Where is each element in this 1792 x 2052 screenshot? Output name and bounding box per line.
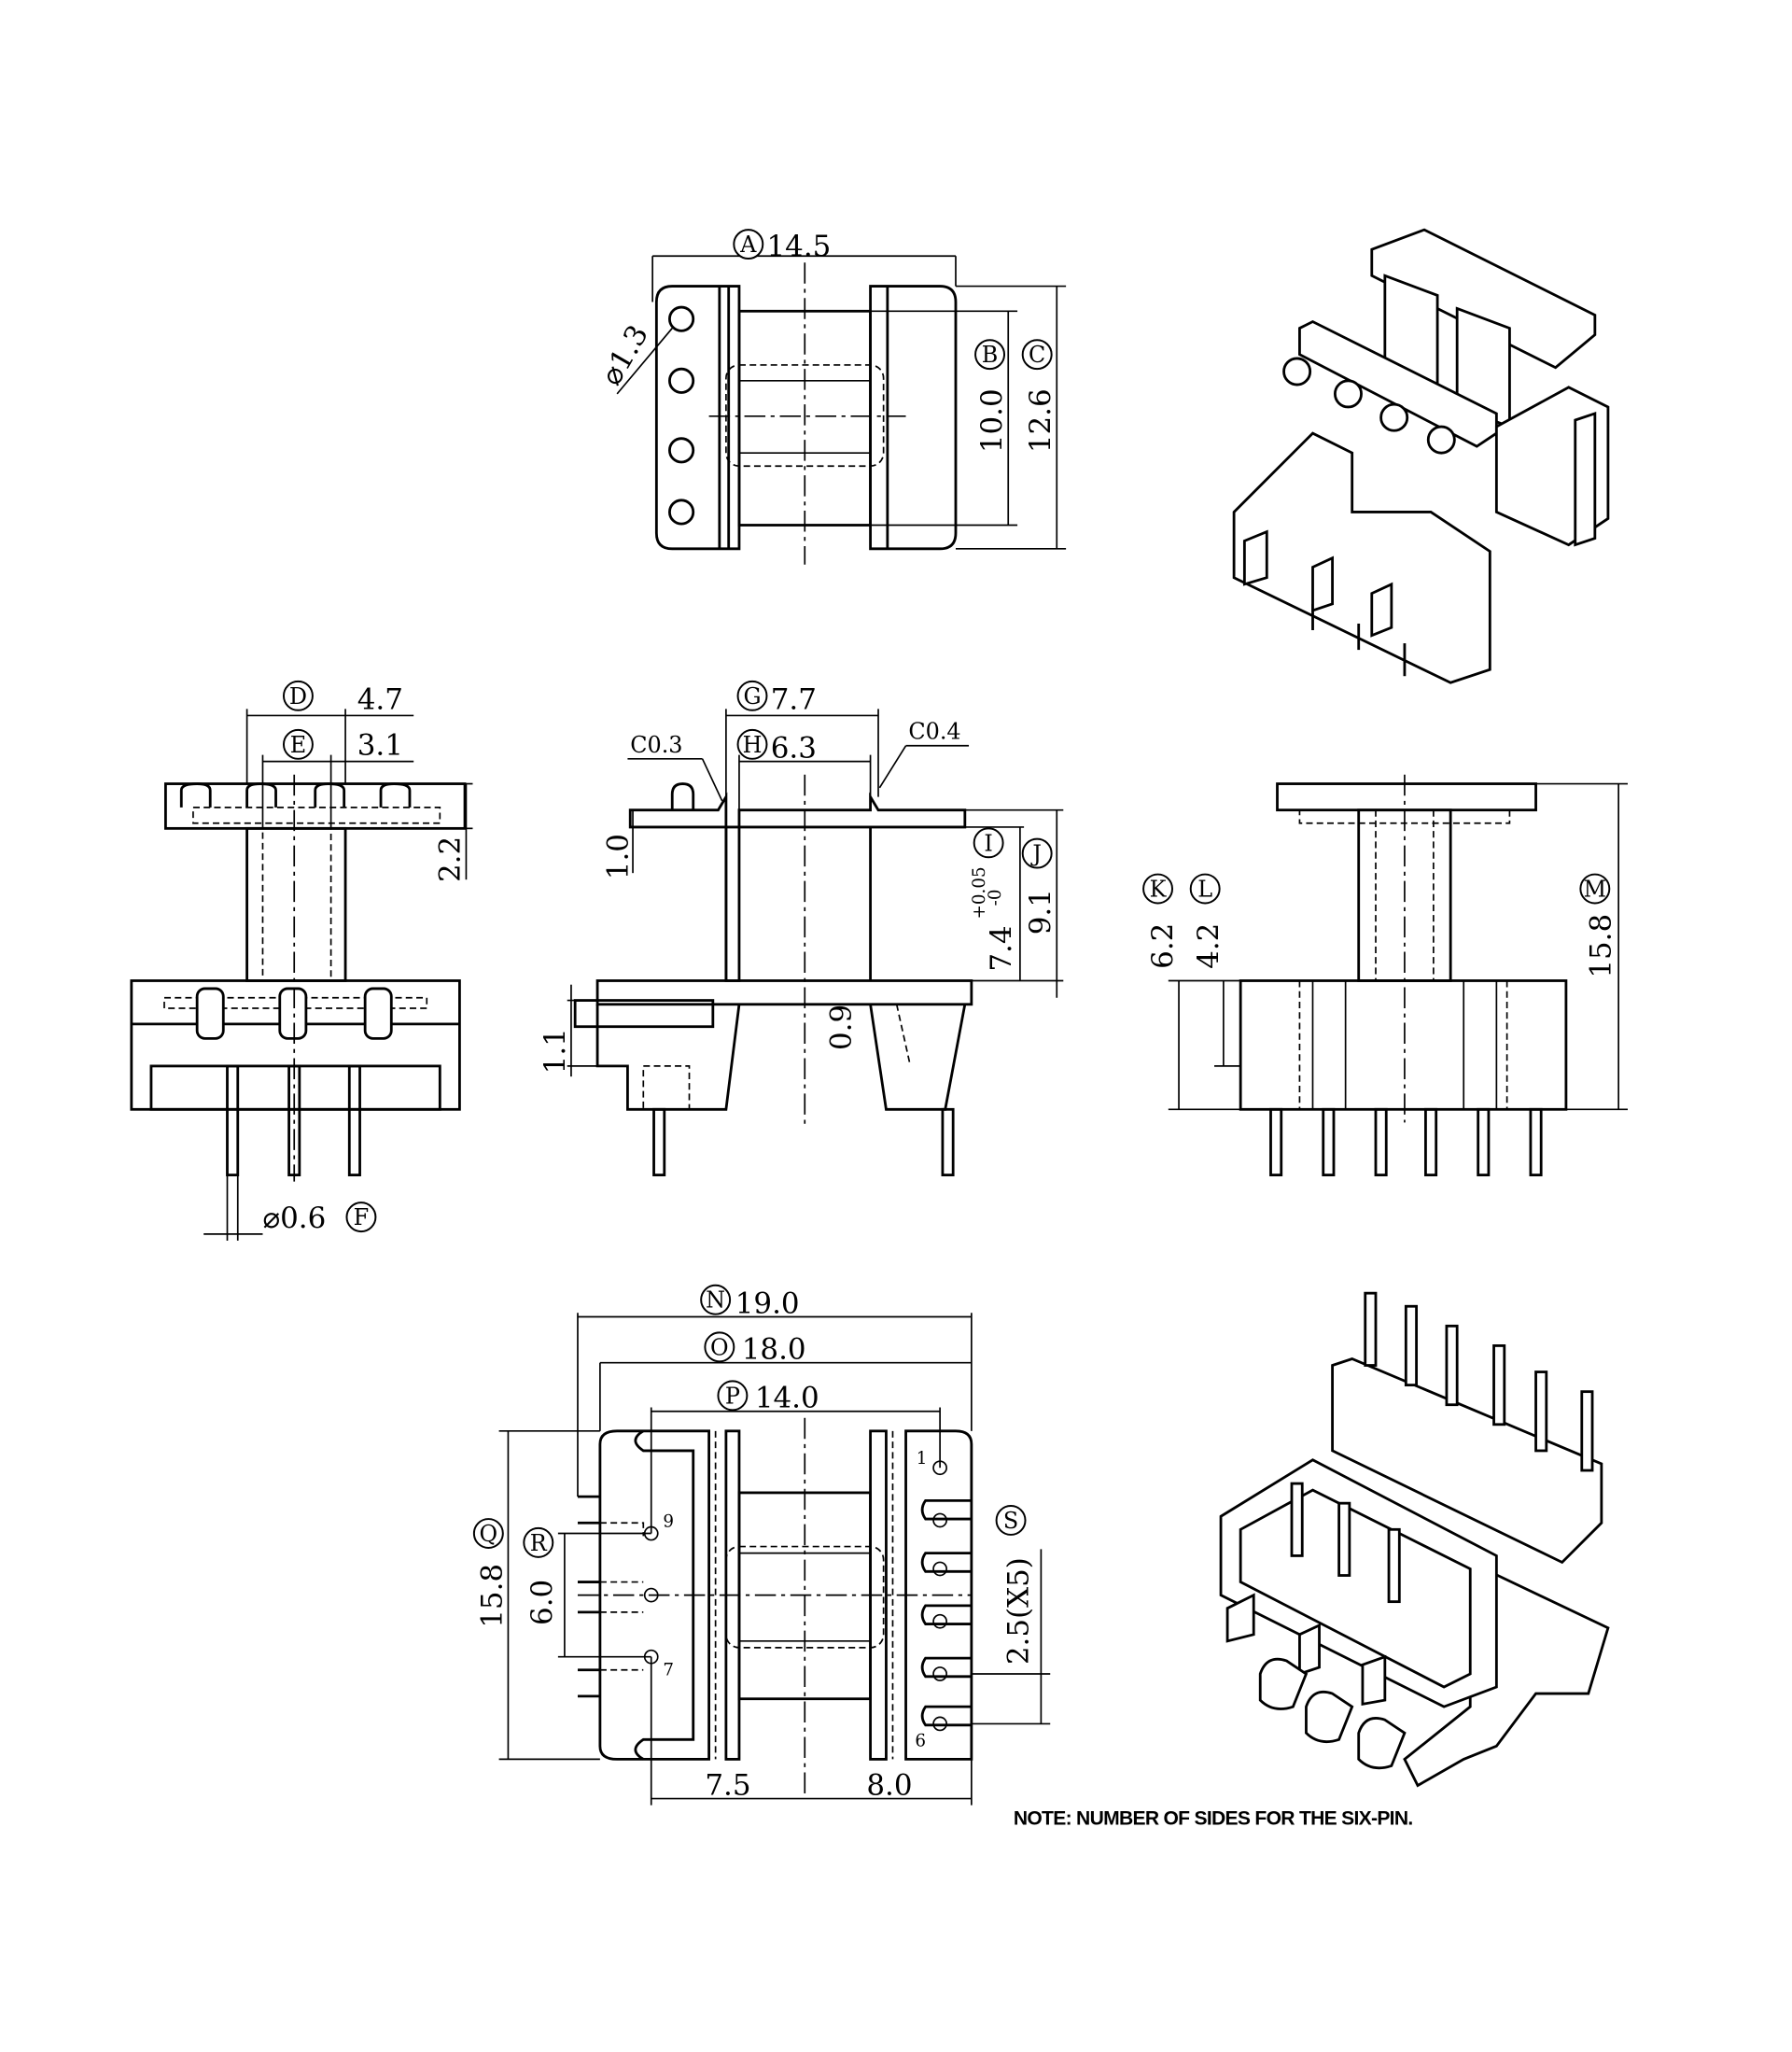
label-R: R (530, 1530, 548, 1556)
pin-label-1: 1 (917, 1449, 928, 1469)
dim-1-0: 1.0 (601, 834, 635, 879)
dim-7-5: 7.5 (705, 1768, 750, 1802)
label-A: A (739, 232, 757, 258)
label-I: I (984, 830, 992, 856)
dim-A: 14.5 (766, 230, 831, 263)
dim-G: 7.7 (771, 682, 817, 716)
label-Q: Q (480, 1521, 498, 1547)
label-S: S (1003, 1508, 1018, 1534)
label-E: E (290, 732, 306, 758)
tol-plus: +0.05 (970, 866, 989, 919)
dim-R: 6.0 (525, 1580, 559, 1625)
label-C: C (1029, 342, 1045, 368)
dim-K: 6.2 (1146, 923, 1180, 969)
dim-Q: 15.8 (475, 1564, 509, 1628)
label-N: N (706, 1287, 725, 1314)
label-G: G (743, 683, 761, 710)
note-text: NOTE: NUMBER OF SIDES FOR THE SIX-PIN. (1014, 1808, 1413, 1830)
dim-F: ⌀0.6 (262, 1202, 326, 1235)
pin-label-7: 7 (663, 1660, 674, 1680)
dim-P: 14.0 (755, 1382, 819, 1415)
chamfer-right: C0.4 (908, 719, 960, 745)
dim-0-9: 0.9 (824, 1005, 858, 1050)
label-B: B (982, 342, 999, 368)
label-L: L (1197, 876, 1212, 902)
dim-M: 15.8 (1585, 914, 1618, 978)
chamfer-left: C0.3 (630, 732, 682, 758)
dim-S: 2.5(X5) (1001, 1557, 1035, 1665)
dim-D: 4.7 (357, 682, 403, 716)
label-K: K (1150, 876, 1168, 902)
dim-8-0: 8.0 (866, 1768, 912, 1802)
dim-L: 4.2 (1192, 923, 1225, 969)
label-M: M (1584, 876, 1606, 902)
dim-C: 12.6 (1024, 388, 1057, 453)
dim-I: 7.4 (985, 925, 1018, 971)
tol-minus: -0 (986, 890, 1005, 907)
rear-view: M 15.8 K L 6.2 4.2 (1142, 774, 1628, 1177)
label-D: D (289, 683, 307, 710)
label-P: P (725, 1383, 740, 1409)
pin-label-9: 9 (663, 1511, 674, 1531)
dim-E: 3.1 (357, 729, 403, 763)
dim-B: 10.0 (975, 388, 1009, 453)
label-O: O (710, 1334, 729, 1360)
dim-J: 9.1 (1024, 889, 1057, 935)
dim-H: 6.3 (771, 731, 817, 765)
pin-label-6: 6 (915, 1731, 926, 1750)
dim-1-1: 1.1 (539, 1028, 572, 1074)
front-view: D 4.7 E 3.1 2.2 ⌀0.6 F (130, 680, 473, 1241)
label-J: J (1030, 841, 1042, 867)
isometric-view-top (1232, 228, 1610, 684)
label-H: H (743, 732, 763, 758)
side-view: G 7.7 H 6.3 C0.3 C0.4 1.0 I J 7.4 +0.05 … (539, 680, 1064, 1177)
label-F: F (354, 1204, 370, 1230)
dim-N: 19.0 (735, 1286, 800, 1320)
dim-O: 18.0 (742, 1332, 806, 1366)
isometric-view-bottom (1219, 1291, 1610, 1788)
top-view: A 14.5 B 10.0 C 12.6 ⌀1.3 (595, 229, 1067, 565)
dim-hole: ⌀1.3 (595, 319, 655, 391)
dim-2-2: 2.2 (433, 836, 467, 882)
bottom-view: 1 9 7 6 N 19.0 O 18.0 P 14.0 Q 15.8 R 6.… (472, 1284, 1051, 1806)
